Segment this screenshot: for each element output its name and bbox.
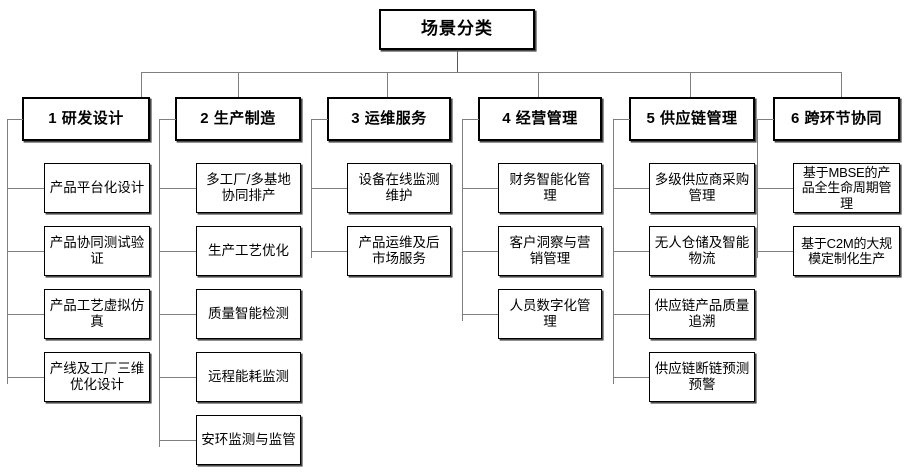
leaf-node-3-1[interactable]: 设备在线监测维护 [347, 163, 451, 213]
leaf-node-5-2[interactable]: 无人仓储及智能物流 [649, 226, 755, 276]
stub-2-5 [159, 440, 197, 441]
stub-5-3 [613, 314, 650, 315]
column-header-3[interactable]: 3 运维服务 [327, 97, 451, 141]
root-stem-connector [457, 50, 458, 72]
bus-drop-4 [538, 72, 539, 97]
stub-2-2 [159, 251, 197, 252]
column-header-3-label: 3 运维服务 [351, 110, 427, 128]
leaf-node-1-4-label: 产线及工厂三维优化设计 [49, 361, 145, 392]
stub-3-2 [311, 251, 348, 252]
stub-1-2 [7, 251, 45, 252]
leaf-node-2-4-label: 远程能耗监测 [208, 369, 289, 385]
stub-2-4 [159, 377, 197, 378]
column-trunk-3-head [311, 119, 328, 120]
root-node-label: 场景分类 [421, 19, 493, 39]
column-trunk-4 [462, 119, 463, 321]
leaf-node-4-2[interactable]: 客户洞察与营销管理 [498, 226, 602, 276]
root-node[interactable]: 场景分类 [379, 9, 535, 50]
leaf-node-3-2-label: 产品运维及后市场服务 [358, 235, 440, 266]
leaf-node-5-4-label: 供应链断链预测预警 [654, 361, 750, 392]
leaf-node-5-1[interactable]: 多级供应商采购管理 [649, 163, 755, 213]
column-header-1-label: 1 研发设计 [48, 110, 124, 128]
column-header-2-label: 2 生产制造 [200, 110, 276, 128]
stub-6-2 [757, 251, 794, 252]
bus-drop-3 [387, 72, 388, 97]
leaf-node-4-1-label: 财务智能化管理 [509, 172, 591, 203]
leaf-node-2-3-label: 质量智能检测 [208, 306, 289, 322]
stub-4-3 [462, 314, 499, 315]
leaf-node-1-2[interactable]: 产品协同测试验证 [44, 226, 150, 276]
stub-5-1 [613, 188, 650, 189]
column-header-1[interactable]: 1 研发设计 [22, 97, 150, 141]
leaf-node-5-2-label: 无人仓储及智能物流 [654, 235, 750, 266]
leaf-node-4-3[interactable]: 人员数字化管理 [498, 289, 602, 339]
leaf-node-6-1[interactable]: 基于MBSE的产品全生命周期管理 [793, 163, 900, 213]
leaf-node-4-3-label: 人员数字化管理 [509, 298, 591, 329]
column-header-4-label: 4 经营管理 [502, 110, 578, 128]
stub-6-1 [757, 188, 794, 189]
leaf-node-5-3[interactable]: 供应链产品质量追溯 [649, 289, 755, 339]
column-trunk-2 [159, 119, 160, 447]
column-trunk-6-head [757, 119, 774, 120]
leaf-node-3-1-label: 设备在线监测维护 [358, 172, 440, 203]
bus-connector [141, 72, 841, 73]
leaf-node-6-2[interactable]: 基于C2M的大规模定制化生产 [793, 226, 900, 276]
leaf-node-2-5[interactable]: 安环监测与监管 [196, 415, 301, 465]
bus-drop-6 [841, 72, 842, 97]
stub-4-1 [462, 188, 499, 189]
leaf-node-2-1-label: 多工厂/多基地协同排产 [206, 172, 291, 203]
leaf-node-2-2-label: 生产工艺优化 [208, 243, 289, 259]
leaf-node-2-5-label: 安环监测与监管 [201, 432, 296, 448]
stub-5-4 [613, 377, 650, 378]
leaf-node-1-1[interactable]: 产品平台化设计 [44, 163, 150, 213]
bus-drop-1 [141, 72, 142, 97]
stub-2-3 [159, 314, 197, 315]
leaf-node-4-2-label: 客户洞察与营销管理 [509, 235, 591, 266]
leaf-node-2-4[interactable]: 远程能耗监测 [196, 352, 301, 402]
column-header-5[interactable]: 5 供应链管理 [629, 97, 755, 141]
leaf-node-6-2-label: 基于C2M的大规模定制化生产 [801, 235, 892, 266]
column-header-5-label: 5 供应链管理 [646, 110, 738, 128]
bus-drop-5 [690, 72, 691, 97]
leaf-node-5-1-label: 多级供应商采购管理 [654, 172, 750, 203]
leaf-node-2-3[interactable]: 质量智能检测 [196, 289, 301, 339]
stub-2-1 [159, 188, 197, 189]
stub-3-1 [311, 188, 348, 189]
leaf-node-1-3-label: 产品工艺虚拟仿真 [49, 298, 145, 329]
leaf-node-1-3[interactable]: 产品工艺虚拟仿真 [44, 289, 150, 339]
leaf-node-1-1-label: 产品平台化设计 [49, 180, 145, 196]
column-trunk-2-head [159, 119, 176, 120]
column-trunk-1-head [7, 119, 23, 120]
stub-1-4 [7, 377, 45, 378]
leaf-node-2-1[interactable]: 多工厂/多基地协同排产 [196, 163, 301, 213]
column-trunk-4-head [462, 119, 479, 120]
stub-4-2 [462, 251, 499, 252]
leaf-node-3-2[interactable]: 产品运维及后市场服务 [347, 226, 451, 276]
column-header-2[interactable]: 2 生产制造 [175, 97, 301, 141]
column-trunk-5-head [613, 119, 630, 120]
leaf-node-1-4[interactable]: 产线及工厂三维优化设计 [44, 352, 150, 402]
column-header-4[interactable]: 4 经营管理 [478, 97, 602, 141]
stub-5-2 [613, 251, 650, 252]
leaf-node-4-1[interactable]: 财务智能化管理 [498, 163, 602, 213]
leaf-node-1-2-label: 产品协同测试验证 [49, 235, 145, 266]
leaf-node-2-2[interactable]: 生产工艺优化 [196, 226, 301, 276]
bus-drop-2 [238, 72, 239, 97]
leaf-node-5-4[interactable]: 供应链断链预测预警 [649, 352, 755, 402]
leaf-node-6-1-label: 基于MBSE的产品全生命周期管理 [801, 165, 892, 211]
column-header-6-label: 6 跨环节协同 [790, 110, 882, 128]
leaf-node-5-3-label: 供应链产品质量追溯 [654, 298, 750, 329]
stub-1-3 [7, 314, 45, 315]
column-header-6[interactable]: 6 跨环节协同 [773, 97, 900, 141]
stub-1-1 [7, 188, 45, 189]
